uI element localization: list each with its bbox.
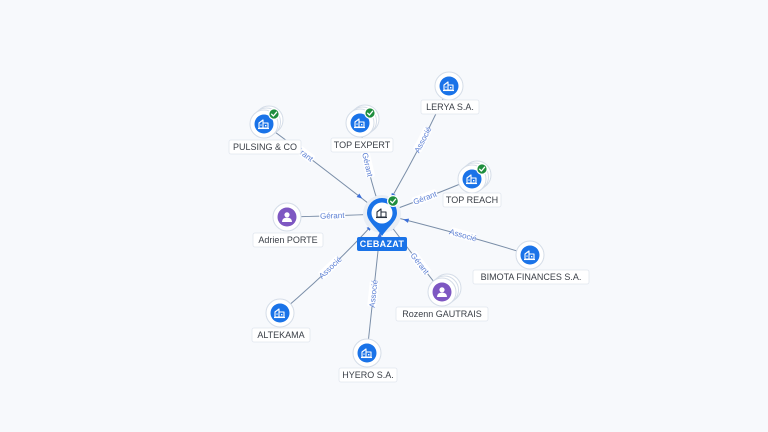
- map-pin-icon: [367, 198, 397, 236]
- node-core: [520, 245, 540, 265]
- edge-label: Associé: [317, 254, 344, 280]
- building-icon: [376, 208, 387, 219]
- building-icon: [258, 119, 269, 130]
- node-label: Adrien PORTE: [258, 235, 317, 245]
- check-badge-icon: [387, 195, 400, 208]
- edge-label: Associé: [448, 227, 478, 243]
- node-rozenn[interactable]: [427, 273, 462, 307]
- edge-label-group: Associé: [367, 279, 380, 308]
- edge-label: Gérant: [360, 152, 374, 179]
- node-adrien[interactable]: [272, 202, 302, 232]
- person-icon: [437, 287, 447, 297]
- nodes-layer: PULSING & CO TOP EXPERT LERYA S.A. TOP REAC…: [228, 71, 590, 383]
- node-label-group[interactable]: LERYA S.A.: [420, 99, 480, 115]
- building-icon: [466, 174, 477, 185]
- node-label-group[interactable]: BIMOTA FINANCES S.A.: [472, 269, 590, 285]
- node-hyero[interactable]: [352, 338, 382, 368]
- node-bimota[interactable]: [515, 240, 545, 270]
- edge-label-group: Associé: [413, 125, 434, 155]
- center-node[interactable]: CEBAZAT: [357, 195, 407, 251]
- node-altekama[interactable]: [265, 298, 295, 328]
- edge-hyero: Associé: [366, 213, 383, 354]
- edge-label-group: Gérant: [409, 251, 431, 277]
- node-topexpert[interactable]: [345, 104, 380, 138]
- edge-label: Associé: [413, 125, 434, 155]
- edge-label: Gérant: [412, 189, 439, 206]
- building-icon: [524, 250, 535, 261]
- node-pulsing[interactable]: [249, 105, 284, 139]
- node-label-group[interactable]: PULSING & CO: [228, 139, 302, 155]
- node-label: LERYA S.A.: [426, 102, 474, 112]
- node-core: [357, 343, 377, 363]
- building-icon: [361, 348, 372, 359]
- node-core: [439, 76, 459, 96]
- building-icon: [354, 118, 365, 129]
- node-label: ALTEKAMA: [257, 330, 304, 340]
- building-icon: [443, 81, 454, 92]
- node-label-group[interactable]: Rozenn GAUTRAIS: [395, 306, 489, 322]
- node-label-group[interactable]: TOP EXPERT: [330, 137, 394, 153]
- edge-label-group: Associé: [448, 227, 478, 243]
- node-lerya[interactable]: [434, 71, 464, 101]
- edge-label-group: Associé: [317, 254, 344, 280]
- edge-arrow: [377, 232, 382, 238]
- node-label-group[interactable]: TOP REACH: [442, 192, 502, 208]
- node-label: BIMOTA FINANCES S.A.: [481, 272, 582, 282]
- node-label: PULSING & CO: [233, 142, 297, 152]
- center-label-group[interactable]: CEBAZAT: [357, 237, 407, 251]
- edge-arrow: [356, 193, 363, 199]
- node-core: [270, 303, 290, 323]
- edge-label-group: Gérant: [411, 189, 439, 207]
- node-label-group[interactable]: Adrien PORTE: [252, 232, 324, 248]
- building-icon: [274, 308, 285, 319]
- edge-label: Associé: [368, 279, 380, 308]
- node-label-group[interactable]: HYERO S.A.: [338, 367, 398, 383]
- node-label-group[interactable]: ALTEKAMA: [251, 327, 311, 343]
- node-label: TOP REACH: [446, 195, 498, 205]
- edge-arrow: [403, 218, 410, 223]
- node-label: TOP EXPERT: [334, 140, 391, 150]
- check-badge-icon: [268, 108, 280, 120]
- node-topreach[interactable]: [457, 160, 492, 194]
- check-badge-icon: [476, 163, 488, 175]
- center-label: CEBAZAT: [360, 239, 405, 249]
- node-label: Rozenn GAUTRAIS: [402, 309, 482, 319]
- check-badge-icon: [364, 107, 376, 119]
- edge-label-group: Gérant: [319, 210, 346, 221]
- node-label: HYERO S.A.: [342, 370, 394, 380]
- person-icon: [282, 212, 292, 222]
- edge-label: Gérant: [320, 211, 346, 221]
- edge-label-group: Gérant: [360, 151, 375, 178]
